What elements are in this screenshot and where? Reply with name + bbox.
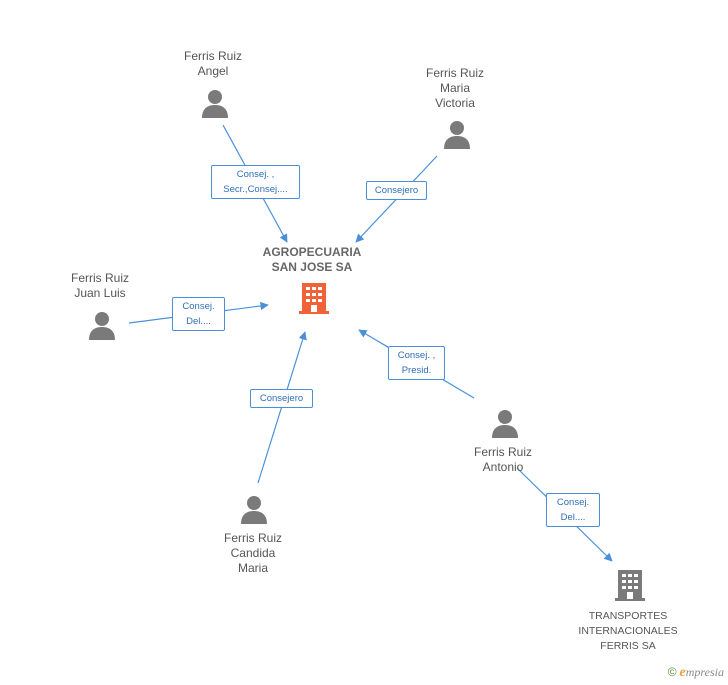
edge-label-maria-victoria[interactable]: Consejero xyxy=(366,181,427,200)
person-maria-victoria-label[interactable]: Ferris Ruiz Maria Victoria xyxy=(425,66,484,110)
copyright-symbol: © xyxy=(667,665,677,679)
person-antonio-label[interactable]: Ferris Ruiz Antonio xyxy=(473,445,532,474)
company-transportes-label[interactable]: TRANSPORTES INTERNACIONALES FERRIS SA xyxy=(578,610,678,652)
edge-label-angel[interactable]: Consej. , Secr.,Consej.... xyxy=(211,165,300,199)
edge-label-antonio-main[interactable]: Consej. , Presid. xyxy=(388,346,445,380)
edge-label-antonio-company2[interactable]: Consej. Del.... xyxy=(546,493,600,527)
person-icon[interactable] xyxy=(201,89,229,119)
person-icon[interactable] xyxy=(240,495,268,525)
building-icon[interactable] xyxy=(614,568,646,602)
empresia-watermark: © empresia xyxy=(668,665,724,681)
person-icon[interactable] xyxy=(88,311,116,341)
brand-name: mpresia xyxy=(685,665,724,679)
building-icon[interactable] xyxy=(298,281,330,315)
person-icon[interactable] xyxy=(443,120,471,150)
person-icon[interactable] xyxy=(491,409,519,439)
person-juan-luis-label[interactable]: Ferris Ruiz Juan Luis xyxy=(70,271,129,300)
edge-label-candida[interactable]: Consejero xyxy=(250,389,313,408)
edge-label-juan-luis[interactable]: Consej. Del.... xyxy=(172,297,225,331)
person-candida-label[interactable]: Ferris Ruiz Candida Maria xyxy=(223,531,282,575)
brand-initial: e xyxy=(679,665,686,680)
person-angel-label[interactable]: Ferris Ruiz Angel xyxy=(183,49,242,78)
main-company-label[interactable]: AGROPECUARIA SAN JOSE SA xyxy=(262,245,362,274)
